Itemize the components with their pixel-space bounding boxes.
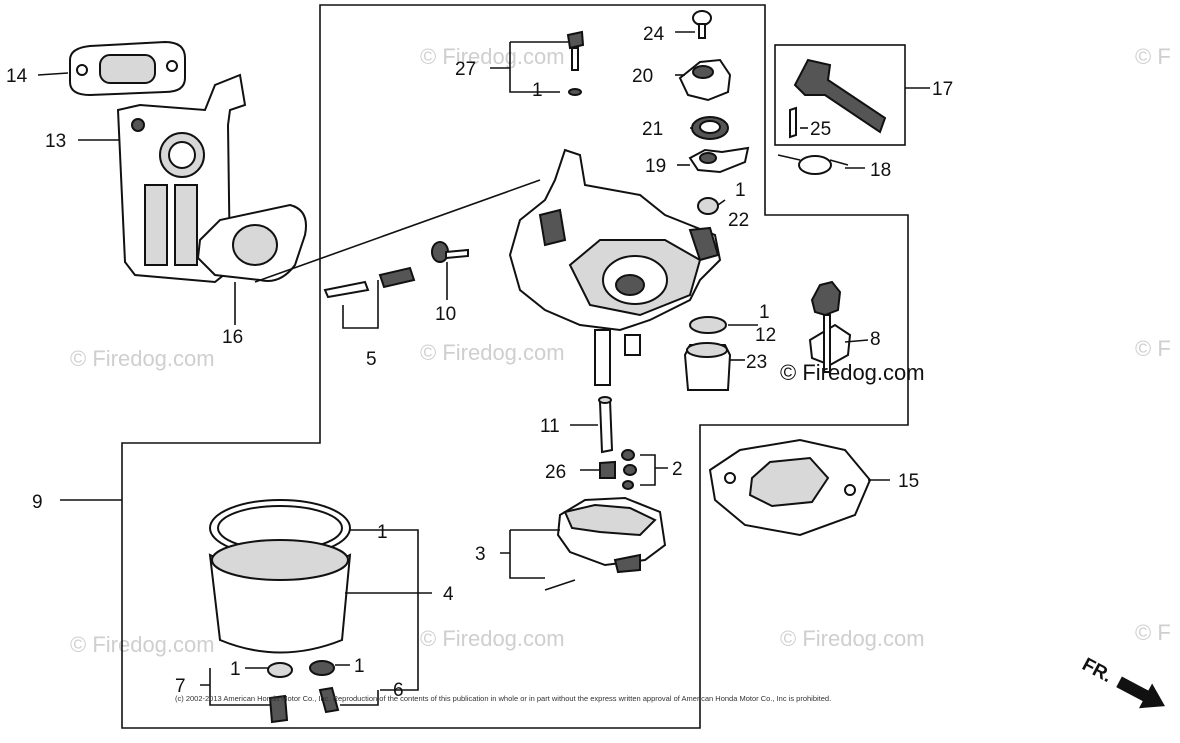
callout-23: 23 [746, 352, 767, 373]
callout-26: 26 [545, 462, 566, 483]
nut-23 [683, 342, 732, 391]
connector-line [254, 179, 541, 283]
watermark: © F [1135, 620, 1171, 645]
watermark-layer: © Firedog.com © Firedog.com © Firedog.co… [70, 44, 1171, 657]
callout-15: 15 [898, 471, 919, 492]
callout-3: 3 [475, 544, 486, 565]
callout-9: 9 [32, 492, 43, 513]
callout-16: 16 [222, 327, 243, 348]
callout-21: 21 [642, 119, 663, 140]
watermark: © Firedog.com [780, 626, 925, 651]
arrow-icon [1116, 676, 1165, 709]
callout-27: 27 [455, 59, 476, 80]
cap-22 [697, 197, 719, 215]
callout-2: 2 [672, 459, 683, 480]
callout-1: 1 [735, 180, 746, 201]
gasket-14 [69, 40, 186, 97]
callout-5: 5 [366, 349, 377, 370]
bolt-7 [267, 662, 293, 724]
float-bowl-4 [208, 499, 352, 654]
callout-13: 13 [45, 131, 66, 152]
copyright-notice: (c) 2002-2013 American Honda Motor Co., … [175, 694, 831, 703]
float-3 [544, 496, 667, 591]
callout-labels: 14 13 16 5 10 27 1 24 20 21 19 1 22 17 2… [6, 24, 953, 701]
front-direction-indicator: FR. [1079, 654, 1165, 709]
ring-21 [691, 116, 729, 140]
dark-watermark: © Firedog.com [780, 360, 925, 385]
spring-18 [777, 154, 849, 175]
callout-1: 1 [377, 522, 388, 543]
watermark: © Firedog.com [70, 632, 215, 657]
callout-1: 1 [532, 80, 543, 101]
callout-1: 1 [759, 302, 770, 323]
callout-25: 25 [810, 119, 831, 140]
watermark: © Firedog.com [420, 44, 565, 69]
drain-bolt-6 [309, 660, 340, 714]
needle-set-26 [599, 449, 637, 490]
watermark: © F [1135, 336, 1171, 361]
direction-label: FR. [1079, 654, 1116, 687]
callout-22: 22 [728, 210, 749, 231]
watermark: © Firedog.com [420, 626, 565, 651]
callout-14: 14 [6, 66, 28, 87]
callout-1: 1 [230, 659, 241, 680]
callout-10: 10 [435, 304, 456, 325]
leader-lines [37, 31, 930, 706]
carburetor-body [508, 148, 722, 386]
washer-12 [689, 316, 727, 334]
watermark: © Firedog.com [70, 346, 215, 371]
callout-18: 18 [870, 160, 891, 181]
jet-11 [598, 396, 614, 454]
screw-27 [566, 30, 585, 96]
callout-20: 20 [632, 66, 653, 87]
screw-24 [692, 10, 712, 39]
callout-17: 17 [932, 79, 953, 100]
watermark: © F [1135, 44, 1171, 69]
fuel-cock-8 [808, 280, 852, 373]
watermark: © Firedog.com [420, 340, 565, 365]
gasket-16 [196, 203, 307, 282]
callout-11: 11 [540, 416, 560, 437]
callout-7: 7 [175, 676, 186, 697]
callout-19: 19 [645, 156, 666, 177]
callout-12: 12 [755, 325, 776, 346]
screw-10 [431, 241, 469, 263]
lever-17 [774, 44, 906, 146]
cap-20 [678, 58, 732, 102]
gasket-15 [708, 438, 872, 537]
callout-4: 4 [443, 584, 454, 605]
callout-8: 8 [870, 329, 881, 350]
callout-6: 6 [393, 680, 404, 701]
callout-24: 24 [643, 24, 665, 45]
assembly-frame [121, 4, 909, 729]
screw-set-5 [323, 266, 416, 299]
callout-1: 1 [354, 656, 365, 677]
valve-19 [688, 146, 750, 174]
